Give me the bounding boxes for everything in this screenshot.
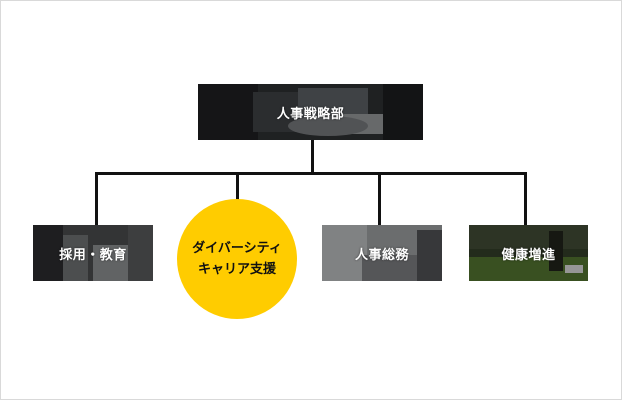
child-label-1: 採用・教育 — [59, 247, 127, 263]
child-node-hr-general-affairs[interactable]: 人事総務 — [322, 225, 442, 281]
child-node-diversity-career[interactable]: ダイバーシティ キャリア支援 — [177, 199, 297, 319]
child-label-3: 人事総務 — [354, 247, 409, 263]
child-node-recruitment-education[interactable]: 採用・教育 — [33, 225, 153, 281]
connector-root-stem — [311, 139, 314, 173]
connector-branch-1 — [95, 172, 98, 225]
root-label: 人事戦略部 — [276, 106, 345, 122]
running-grass-photo — [469, 225, 588, 281]
connector-horizontal — [95, 172, 527, 175]
root-node[interactable]: 人事戦略部 — [198, 84, 423, 140]
connector-branch-3 — [378, 172, 381, 225]
child-label-2-line2: キャリア支援 — [197, 262, 276, 277]
connector-branch-2 — [236, 172, 239, 202]
people-photo — [33, 225, 153, 281]
child-label-2-line1: ダイバーシティ — [192, 241, 282, 256]
office-meeting-photo — [198, 84, 423, 140]
child-label-4: 健康増進 — [501, 247, 556, 263]
connector-branch-4 — [524, 172, 527, 225]
office-desk-photo — [322, 225, 442, 281]
child-node-health-promotion[interactable]: 健康増進 — [469, 225, 588, 281]
